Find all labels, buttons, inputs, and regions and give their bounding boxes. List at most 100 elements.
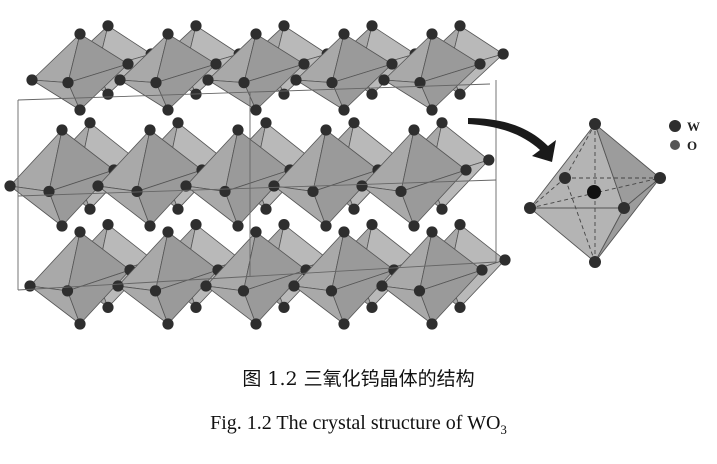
oxygen-atom: [131, 185, 143, 198]
oxygen-atom: [190, 301, 202, 313]
oxygen-atom: [307, 185, 319, 198]
oxygen-atom: [654, 172, 666, 184]
oxygen-atom: [74, 226, 86, 238]
oxygen-atom: [618, 202, 630, 214]
oxygen-atom: [338, 226, 350, 238]
oxygen-atom: [320, 220, 332, 232]
octahedron-face: [419, 63, 481, 111]
oxygen-atom: [366, 219, 378, 231]
oxygen-atom: [559, 172, 571, 184]
oxygen-atom: [180, 180, 192, 192]
oxygen-atom: [589, 256, 601, 268]
oxygen-atom: [84, 117, 96, 129]
oxygen-atom: [366, 301, 378, 313]
oxygen-atom: [497, 48, 509, 60]
oxygen-atom: [26, 74, 38, 86]
oxygen-atom: [162, 226, 174, 238]
oxygen-atom: [144, 124, 156, 136]
oxygen-atom: [62, 77, 74, 89]
oxygen-atom: [102, 219, 114, 231]
cell-edge: [17, 179, 497, 197]
octahedron: [114, 28, 222, 116]
oxygen-atom: [460, 164, 472, 176]
oxygen-atom: [149, 285, 162, 297]
oxygen-atom: [172, 203, 184, 215]
octahedron: [268, 124, 384, 232]
hidden-edge: [564, 123, 596, 179]
wo3-lattice: [4, 20, 511, 330]
oxygen-atom: [144, 220, 156, 232]
oxygen-atom: [4, 180, 16, 192]
hidden-edge: [564, 177, 596, 263]
wo6-octahedron-detail: [524, 118, 666, 268]
oxygen-atom: [278, 88, 290, 100]
oxygen-atom: [524, 202, 536, 214]
oxygen-atom: [376, 280, 388, 292]
legend-o-marker: [670, 140, 680, 150]
oxygen-atom: [338, 28, 350, 40]
cell-edge: [17, 261, 497, 291]
oxygen-atom: [278, 219, 290, 231]
oxygen-atom: [268, 180, 280, 192]
oxygen-atom: [219, 185, 231, 198]
legend: W O: [669, 119, 700, 153]
oxygen-atom: [260, 117, 272, 129]
oxygen-atom: [232, 124, 244, 136]
caption-english: Fig. 1.2 The crystal structure of WO3: [0, 412, 717, 438]
legend-w-marker: [669, 120, 681, 132]
oxygen-atom: [338, 104, 350, 116]
oxygen-atom: [426, 226, 438, 238]
oxygen-atom: [172, 117, 184, 129]
caption-english-main: Fig. 1.2 The crystal structure of WO: [210, 412, 501, 434]
oxygen-atom: [162, 318, 174, 330]
oxygen-atom: [288, 280, 300, 292]
oxygen-atom: [162, 28, 174, 40]
oxygen-atom: [454, 219, 466, 231]
oxygen-atom: [408, 220, 420, 232]
oxygen-atom: [320, 124, 332, 136]
legend-o-label: O: [687, 138, 697, 153]
octahedron: [290, 28, 398, 116]
oxygen-atom: [454, 88, 466, 100]
oxygen-atom: [474, 58, 486, 70]
oxygen-atom: [348, 117, 360, 129]
oxygen-atom: [378, 74, 390, 86]
oxygen-atom: [61, 285, 74, 297]
oxygen-atom: [499, 254, 511, 266]
oxygen-atom: [250, 28, 262, 40]
oxygen-atom: [338, 318, 350, 330]
oxygen-atom: [202, 74, 214, 86]
oxygen-atom: [237, 285, 250, 297]
oxygen-atom: [260, 203, 272, 215]
oxygen-atom: [476, 264, 488, 276]
oxygen-atom: [84, 203, 96, 215]
octahedron: [202, 28, 310, 116]
octahedron-face: [418, 269, 483, 325]
oxygen-atom: [408, 124, 420, 136]
octahedron: [376, 226, 488, 330]
oxygen-atom: [436, 117, 448, 129]
oxygen-atom: [348, 203, 360, 215]
oxygen-atom: [56, 220, 68, 232]
oxygen-atom: [56, 124, 68, 136]
caption-english-subscript: 3: [500, 422, 507, 437]
oxygen-atom: [278, 301, 290, 313]
oxygen-atom: [356, 180, 368, 192]
hidden-edge: [529, 177, 566, 209]
oxygen-atom: [326, 77, 338, 89]
oxygen-atom: [150, 77, 162, 89]
oxygen-atom: [426, 318, 438, 330]
octahedron: [26, 28, 134, 116]
legend-w-label: W: [687, 119, 700, 134]
oxygen-atom: [102, 301, 114, 313]
oxygen-atom: [114, 74, 126, 86]
oxygen-atom: [483, 154, 495, 166]
oxygen-atom: [413, 285, 426, 297]
octahedron-face: [155, 63, 217, 111]
caption-chinese: 图 1.2 三氧化钨晶体的结构: [242, 368, 475, 390]
oxygen-atom: [366, 20, 378, 32]
oxygen-atom: [190, 219, 202, 231]
oxygen-atom: [278, 20, 290, 32]
oxygen-atom: [102, 20, 114, 32]
